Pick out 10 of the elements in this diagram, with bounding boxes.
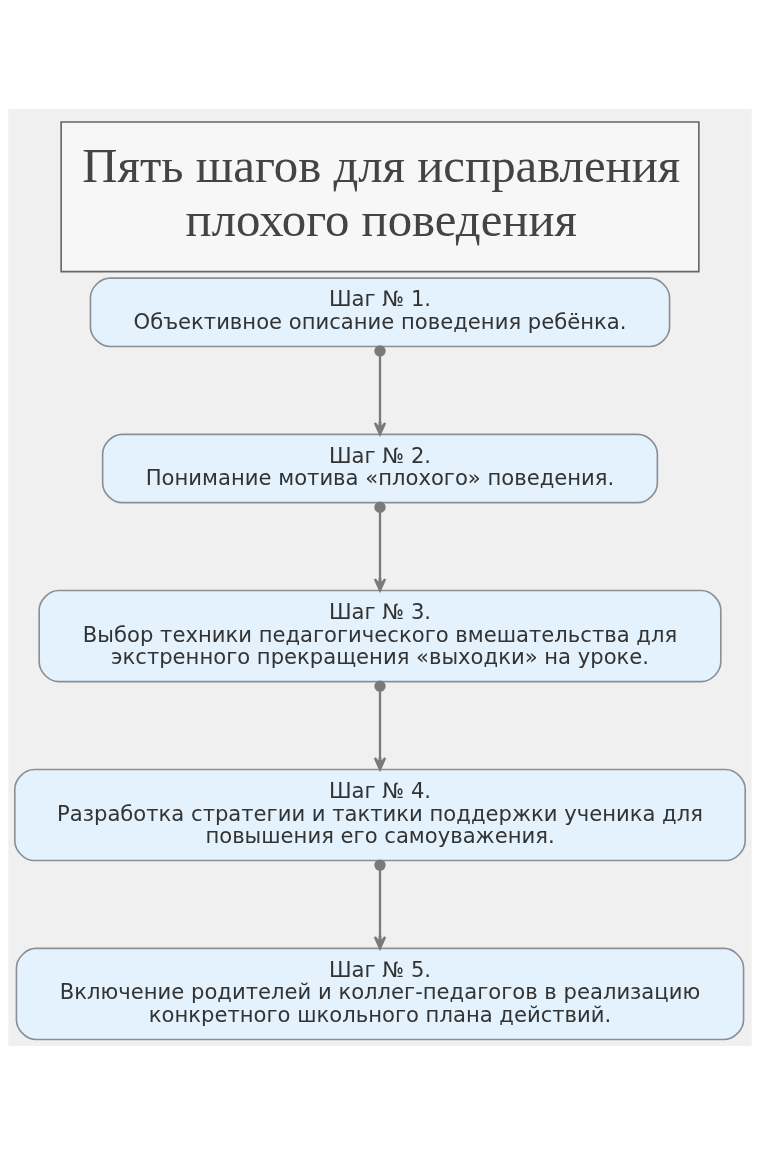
arrow — [373, 858, 387, 950]
arrow — [373, 501, 387, 592]
arrow — [373, 679, 387, 771]
node-box: Шаг № 3. Выбор техники педагогического вмешательства для экстренного прекращения «выходки» на уроке. — [38, 589, 722, 682]
diagram-title: Пять шагов для исправления плохого поведения — [82, 138, 681, 247]
node-box: Шаг № 5. Включение родителей и коллег-педагогов в реализацию конкретного школьного плана действий. — [15, 947, 745, 1040]
arrow — [373, 344, 387, 435]
node-box: Шаг № 2. Понимание мотива «плохого» поведения. — [101, 433, 659, 503]
node-box: Шаг № 1. Объективное описание поведения ребёнка. — [89, 276, 671, 347]
node-box: Шаг № 4. Разработка стратегии и тактики поддержки ученика для повышения его самоуважения. — [14, 768, 746, 861]
